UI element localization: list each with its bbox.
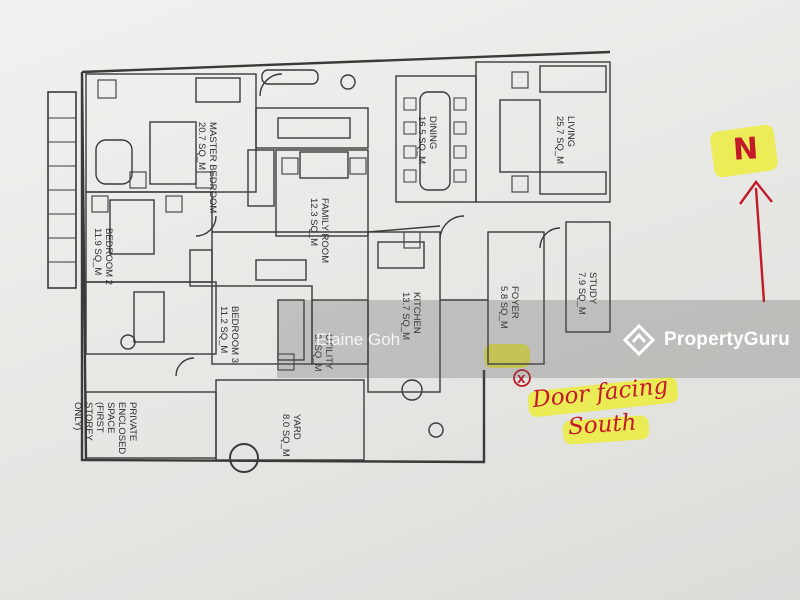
north-arrow xyxy=(739,180,773,303)
yard-outline xyxy=(215,379,365,461)
room-label-master: MASTER BEDROOM 20.7 SQ_M xyxy=(196,122,218,216)
bathroom-2 xyxy=(255,107,369,149)
room-name: MASTER BEDROOM xyxy=(207,122,218,213)
north-label: N xyxy=(731,131,760,168)
room-label-foyer: FOYER 5.8 SQ_M xyxy=(498,286,520,329)
utility-outline xyxy=(311,299,369,365)
foyer-outline xyxy=(487,231,545,365)
room-label-private-space: PRIVATE ENCLOSED SPACE (FIRST STOREY ONL… xyxy=(72,402,138,457)
watermark-brand-text: PropertyGuru xyxy=(664,329,790,350)
outer-wall xyxy=(80,50,611,464)
master-bed xyxy=(149,121,197,185)
bedroom-2-bed xyxy=(109,199,155,255)
living-outline xyxy=(475,61,611,203)
room-label-yard: YARD 8.0 SQ_M xyxy=(280,414,302,457)
yard-planter xyxy=(229,443,259,473)
room-label-utility: UTILITY 3. SQ_M xyxy=(312,334,334,372)
room-label-bedroom2: BEDROOM 2 11.9 SQ_M xyxy=(92,228,114,288)
watermark-bar xyxy=(277,300,800,378)
bedroom-3-bed xyxy=(277,299,305,361)
door-marker: X xyxy=(517,373,526,386)
study-outline xyxy=(565,221,611,333)
door-note-line2: South xyxy=(567,409,638,441)
room-label-dining: DINING 16.5 SQ_M xyxy=(416,116,438,164)
watermark-brand: PropertyGuru xyxy=(622,322,790,358)
bathroom-1 xyxy=(85,281,217,355)
watermark-author: Elaine Goh xyxy=(316,330,401,349)
room-label-family: FAMILY ROOM 12.3 SQ_M xyxy=(308,198,330,266)
family-room-outline xyxy=(275,149,369,237)
room-label-study: STUDY 7.9 SQ_M xyxy=(576,272,598,315)
wardrobe-1 xyxy=(247,149,275,207)
propertyguru-logo-icon xyxy=(622,323,656,357)
room-label-kitchen: KITCHEN 13.7 SQ_M xyxy=(400,292,422,340)
master-bedroom-outline xyxy=(85,73,257,193)
wardrobe-3 xyxy=(189,249,213,287)
room-label-living: LIVING 25.7 SQ_M xyxy=(554,116,576,164)
dining-table xyxy=(419,91,451,191)
room-area: 20.7 SQ_M xyxy=(196,122,207,170)
wardrobe-2 xyxy=(255,259,307,281)
room-label-bedroom3: BEDROOM 3 11.2 SQ_M xyxy=(218,306,240,366)
door-marker-circle xyxy=(513,369,531,387)
